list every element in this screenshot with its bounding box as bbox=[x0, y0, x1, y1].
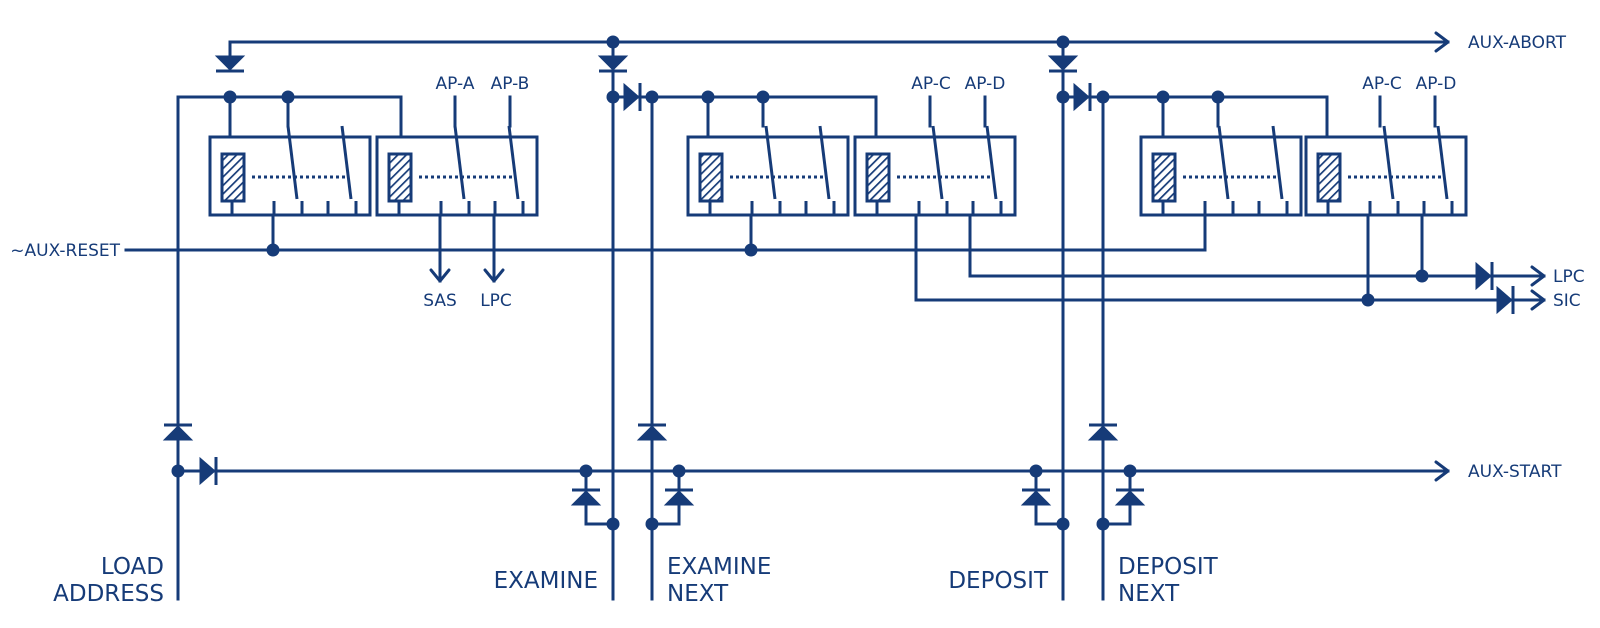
aux-abort-label: AUX-ABORT bbox=[1468, 33, 1567, 53]
diode-deposit-next bbox=[1087, 423, 1119, 441]
junction-dot bbox=[1029, 464, 1043, 478]
diode-abort-examine bbox=[597, 55, 629, 73]
relay-coil bbox=[865, 152, 891, 203]
junction-dot bbox=[1096, 517, 1110, 531]
aux-start-label: AUX-START bbox=[1468, 462, 1562, 482]
junction-dot bbox=[1211, 90, 1225, 104]
junction-dot bbox=[701, 90, 715, 104]
junction-dot bbox=[1361, 293, 1375, 307]
arrowheads bbox=[429, 31, 1546, 482]
diode-load-start bbox=[199, 456, 218, 486]
junction-dot bbox=[1156, 90, 1170, 104]
lpc-down-arrow bbox=[483, 268, 505, 283]
diode-deposit-group3 bbox=[1073, 82, 1092, 112]
lpc-arrow bbox=[1530, 265, 1546, 287]
junction-dot bbox=[645, 90, 659, 104]
labels: AUX-ABORT AUX-START ~AUX-RESET LPC SIC S… bbox=[10, 33, 1584, 607]
relay-examine-1 bbox=[686, 125, 850, 217]
junction-dot bbox=[579, 464, 593, 478]
lpc-down-label: LPC bbox=[480, 291, 512, 311]
junction-dot bbox=[1415, 269, 1429, 283]
diodes bbox=[162, 55, 1515, 506]
junction-dot bbox=[223, 90, 237, 104]
diode-examine-next-start bbox=[663, 488, 695, 506]
junction-dot bbox=[266, 243, 280, 257]
deposit-next-label-line1: DEPOSIT bbox=[1118, 554, 1219, 580]
junction-dot bbox=[1056, 90, 1070, 104]
relay-coil bbox=[1151, 152, 1177, 203]
diode-abort-deposit bbox=[1047, 55, 1079, 73]
diode-examine-start bbox=[570, 488, 602, 506]
junction-dot bbox=[756, 90, 770, 104]
diode-lpc-output bbox=[1475, 261, 1494, 291]
load-label-line2: ADDRESS bbox=[53, 581, 164, 607]
ap-a-label: AP-A bbox=[436, 74, 475, 94]
examine-label: EXAMINE bbox=[494, 568, 598, 594]
relay-load-1 bbox=[208, 125, 372, 217]
junction-dot bbox=[606, 90, 620, 104]
relay-coil bbox=[698, 152, 724, 203]
diode-examine-group2 bbox=[623, 82, 642, 112]
ap-c-label-group3: AP-C bbox=[1362, 74, 1402, 94]
sas-arrow bbox=[429, 268, 451, 283]
relay-coil bbox=[387, 152, 413, 203]
junction-dot bbox=[606, 35, 620, 49]
relay-deposit-2 bbox=[1304, 125, 1468, 217]
junction-dot bbox=[1056, 35, 1070, 49]
sic-arrow bbox=[1530, 289, 1546, 311]
relay-examine-2 bbox=[853, 125, 1017, 217]
load-label-line1: LOAD bbox=[101, 554, 164, 580]
diode-abort-load bbox=[214, 55, 246, 73]
lpc-output-label: LPC bbox=[1553, 267, 1585, 287]
relay-blocks bbox=[208, 125, 1468, 217]
ap-c-label-group2: AP-C bbox=[911, 74, 951, 94]
junction-dot bbox=[1096, 90, 1110, 104]
examine-next-label-line1: EXAMINE bbox=[667, 554, 771, 580]
junction-dots bbox=[171, 35, 1429, 531]
aux-abort-bus bbox=[228, 40, 1450, 68]
aux-reset-label: ~AUX-RESET bbox=[10, 241, 120, 261]
diode-load-address bbox=[162, 423, 194, 441]
relay-coil bbox=[1316, 152, 1342, 203]
diode-sic-output bbox=[1496, 285, 1515, 315]
deposit-next-label-line2: NEXT bbox=[1118, 581, 1180, 607]
g2-lpc-out bbox=[968, 197, 1546, 278]
ap-d-label-group2: AP-D bbox=[965, 74, 1006, 94]
junction-dot bbox=[281, 90, 295, 104]
junction-dot bbox=[171, 464, 185, 478]
examine-next-label-line2: NEXT bbox=[667, 581, 729, 607]
diode-examine-next bbox=[636, 423, 668, 441]
junction-dot bbox=[744, 243, 758, 257]
g2-sic-out bbox=[914, 197, 1546, 302]
sic-output-label: SIC bbox=[1553, 291, 1581, 311]
ap-b-label: AP-B bbox=[491, 74, 530, 94]
relay-deposit-1 bbox=[1139, 125, 1303, 217]
ap-d-label-group3: AP-D bbox=[1416, 74, 1457, 94]
diode-deposit-next-start bbox=[1114, 488, 1146, 506]
deposit-label: DEPOSIT bbox=[948, 568, 1049, 594]
diode-deposit-start bbox=[1020, 488, 1052, 506]
wires bbox=[124, 40, 1546, 601]
aux-reset-bus bbox=[124, 214, 1207, 252]
junction-dot bbox=[1056, 517, 1070, 531]
junction-dot bbox=[645, 517, 659, 531]
relay-load-2 bbox=[375, 125, 539, 217]
relay-coil bbox=[220, 152, 246, 203]
aux-start-arrow bbox=[1434, 460, 1450, 482]
sas-label: SAS bbox=[423, 291, 457, 311]
junction-dot bbox=[672, 464, 686, 478]
aux-abort-arrow bbox=[1434, 31, 1450, 53]
junction-dot bbox=[606, 517, 620, 531]
junction-dot bbox=[1123, 464, 1137, 478]
